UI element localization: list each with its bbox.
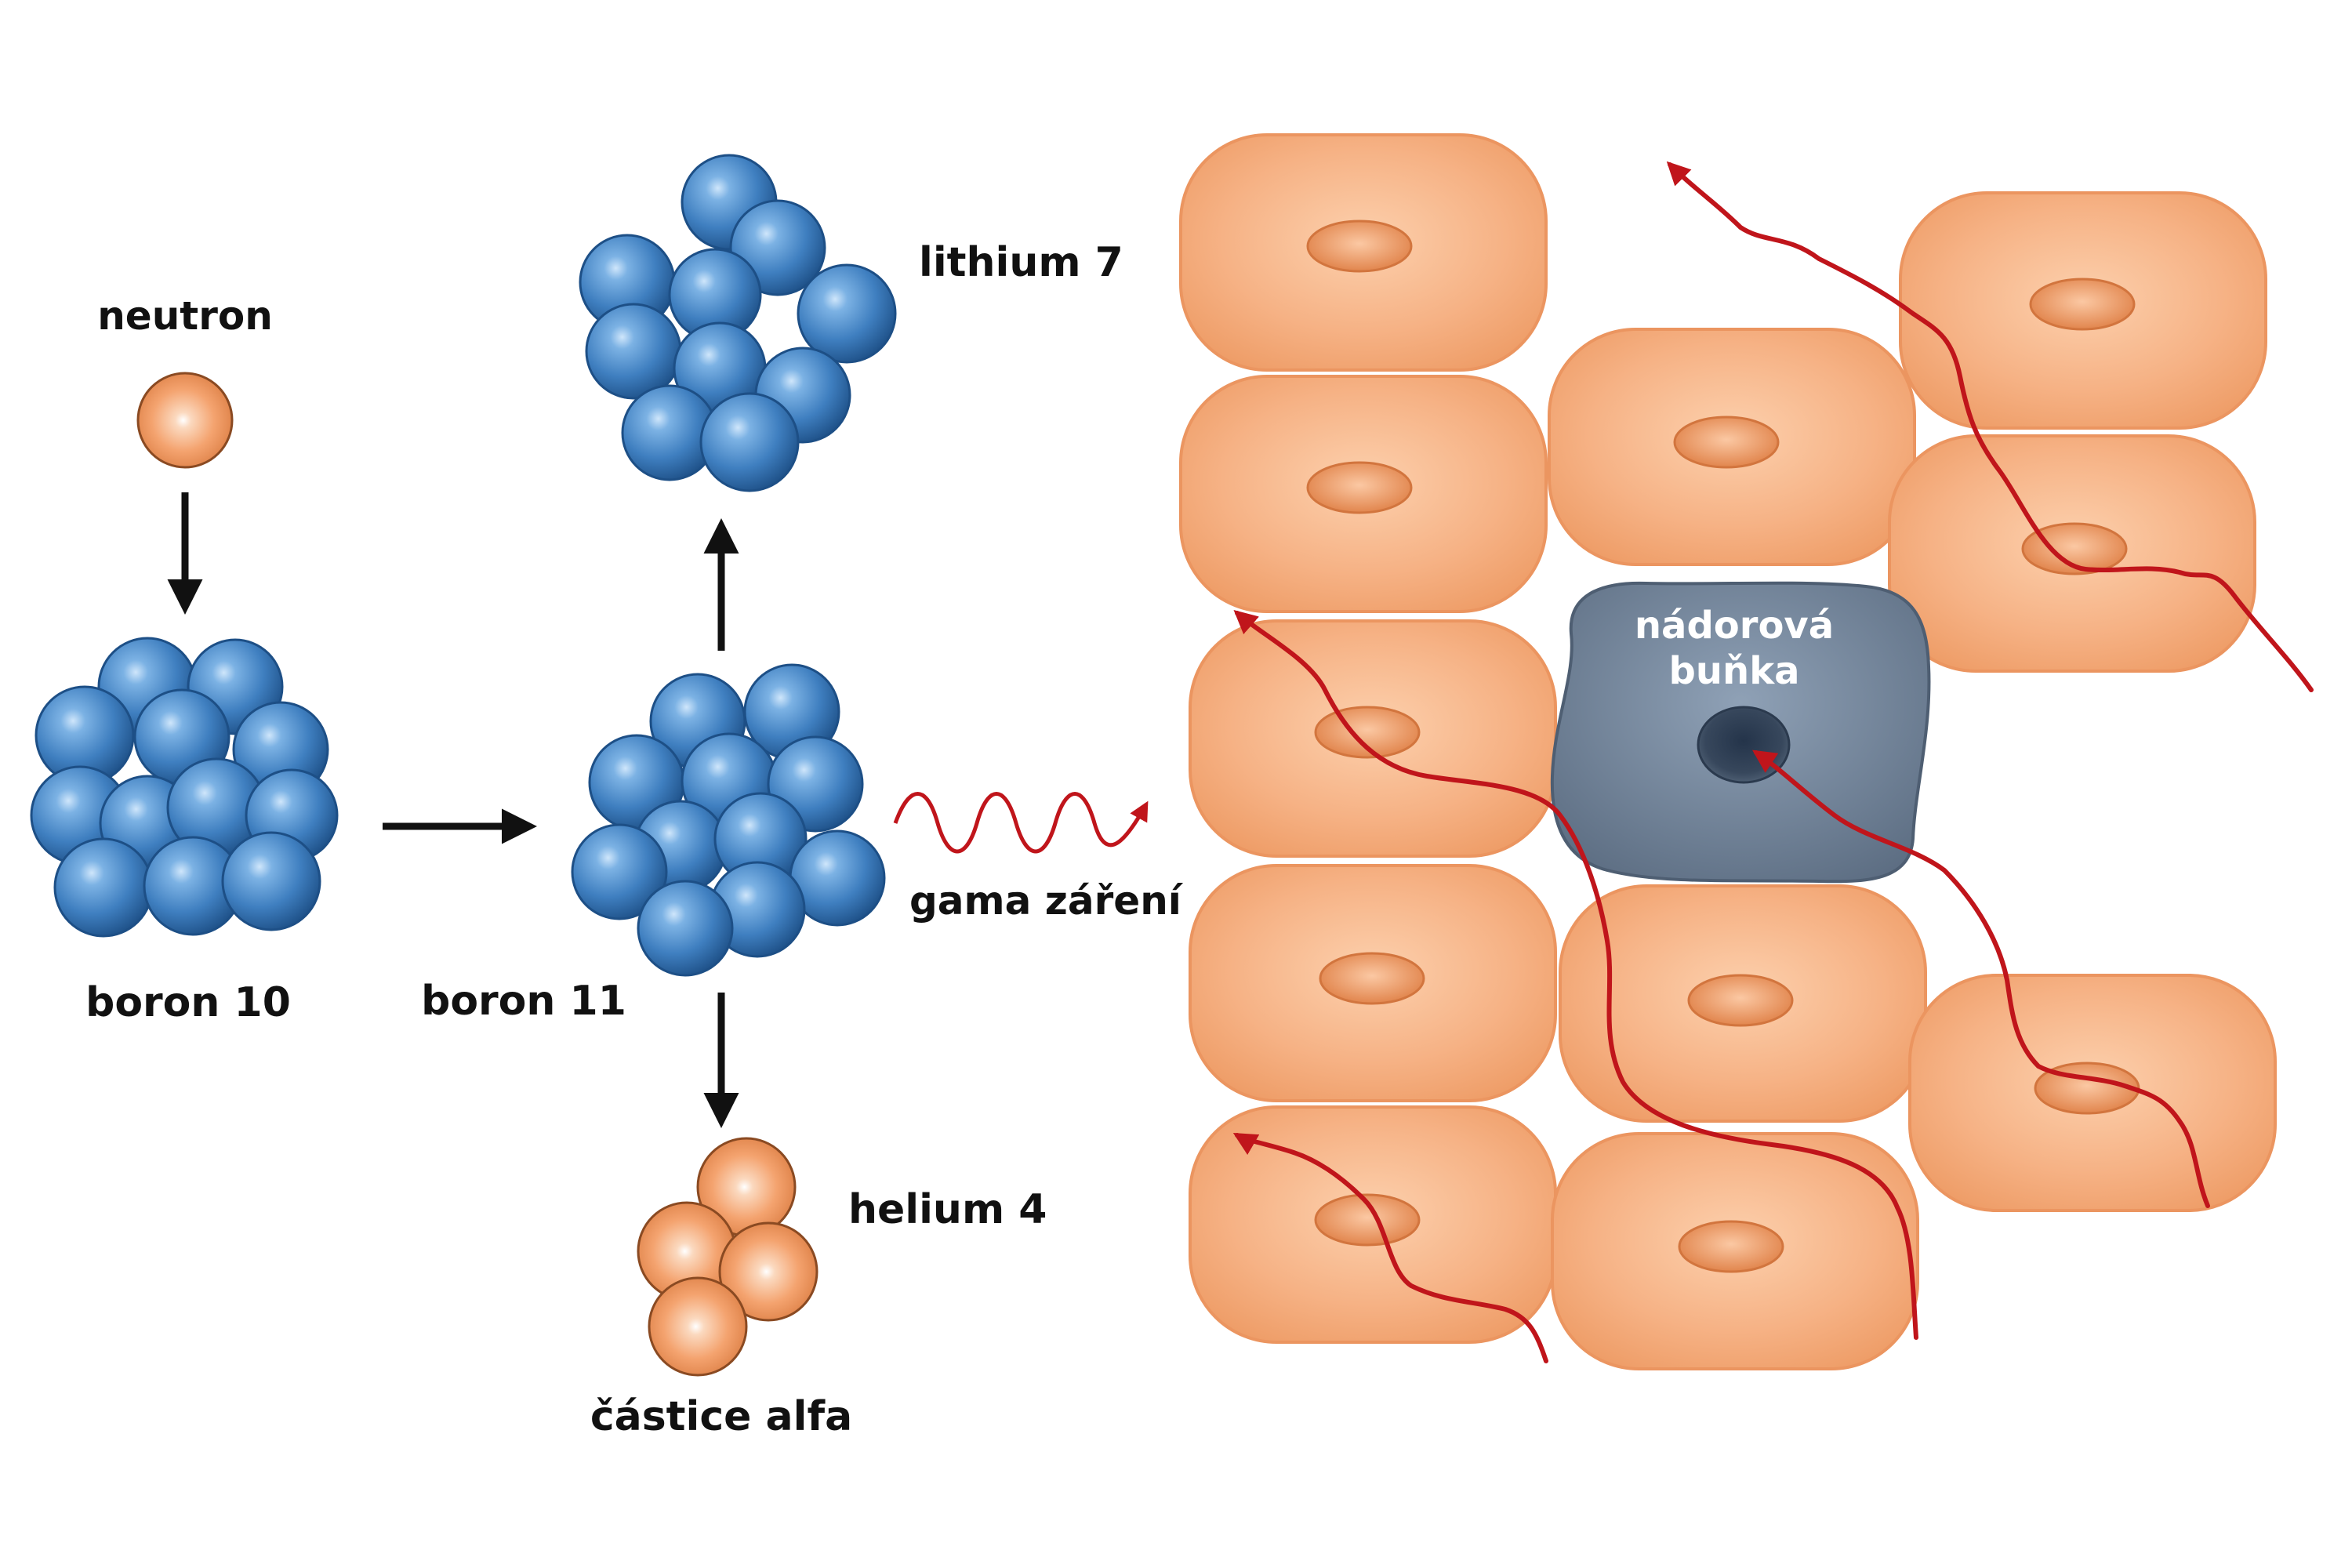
healthy-cell	[1559, 884, 1927, 1123]
neutron-particle	[136, 372, 234, 469]
particle-track	[1232, 1132, 1548, 1363]
cell-nucleus	[1306, 461, 1413, 514]
healthy-cell	[1888, 434, 2256, 673]
tissue-cells	[1179, 133, 2277, 1370]
cell-nucleus	[1306, 220, 1413, 273]
helium-4-nucleus	[637, 1137, 818, 1377]
cell-nucleus	[2021, 522, 2128, 575]
tumor-cell-label-line1: nádorová	[1635, 604, 1834, 648]
neutron-label: neutron	[97, 293, 273, 339]
healthy-cell	[1548, 328, 1916, 566]
healthy-cell	[1189, 864, 1557, 1102]
healthy-cell	[1179, 375, 1548, 613]
healthy-cell	[1189, 1105, 1557, 1344]
boron-11-label: boron 11	[421, 978, 626, 1025]
gamma-radiation-label: gama záření	[909, 878, 1184, 924]
cell-nucleus	[1319, 952, 1425, 1005]
lithium-7-nucleus	[579, 154, 897, 492]
particle-track	[1666, 161, 2314, 692]
boron-10-label: boron 10	[85, 979, 291, 1026]
cell-nucleus	[1687, 974, 1794, 1027]
gamma-ray-wave	[893, 792, 1149, 854]
tumor-cell-label-line2: buňka	[1668, 649, 1799, 693]
particle-tracks	[1232, 161, 2314, 1363]
healthy-cell	[1551, 1132, 1919, 1370]
healthy-cell	[1189, 619, 1557, 858]
healthy-cell	[1179, 133, 1548, 372]
particle-track	[1233, 610, 1918, 1340]
cell-nucleus	[1314, 1193, 1421, 1247]
cell-nucleus	[1673, 416, 1780, 469]
cell-nucleus	[1678, 1220, 1784, 1273]
helium-4-label: helium 4	[848, 1186, 1047, 1233]
boron-11-nucleus	[571, 663, 886, 977]
tumor-cell-nucleus	[1697, 706, 1791, 784]
boron-10-nucleus	[30, 637, 339, 938]
tumor-cell	[1550, 581, 1931, 884]
healthy-cell	[1908, 974, 2277, 1212]
particle-track	[1752, 750, 2210, 1208]
alpha-particle-label: částice alfa	[590, 1393, 852, 1440]
lithium-7-label: lithium 7	[919, 239, 1123, 286]
healthy-cell	[1899, 191, 2267, 430]
cell-nucleus	[2029, 278, 2136, 331]
